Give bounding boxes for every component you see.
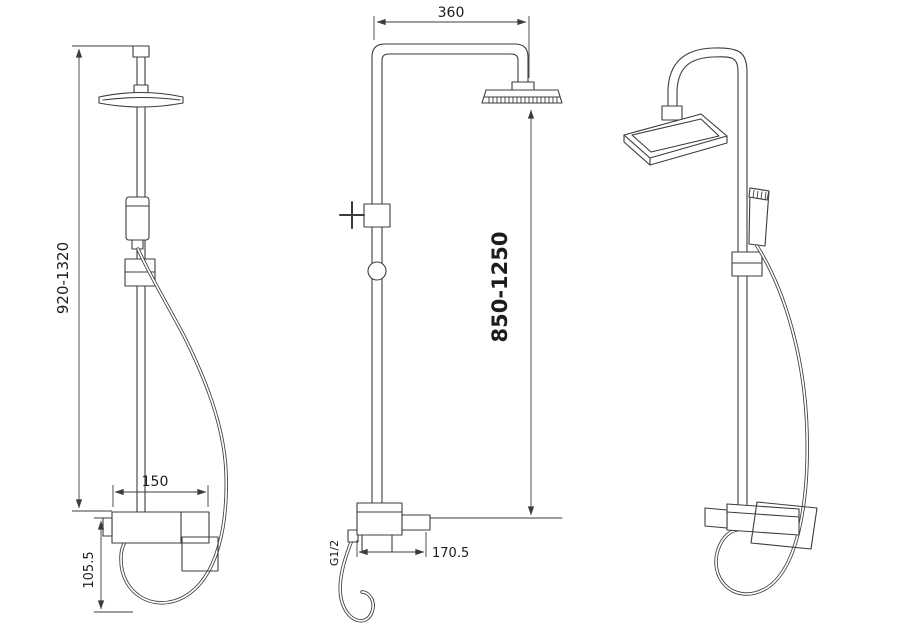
arm-perspective [661,47,748,121]
dim-mixer-width: 150 [142,474,169,490]
slider-knob-front [367,261,387,281]
mixer-front [347,502,431,553]
riser-pipe-perspective [737,111,748,513]
diverter-handle-front [339,201,391,229]
slider-bracket-perspective [731,251,763,277]
dim-side-height-lines [72,45,140,512]
mixer-handle-front [361,534,393,553]
dim-spout-reach-lines [356,532,427,557]
dim-height-range: 850-1250 [488,232,512,343]
side-view: 920-1320 150 [54,45,228,613]
overhead-shower-side [98,84,184,108]
dim-thread-size: G1/2 [328,540,341,566]
dim-arm-span: 360 [438,5,465,21]
spout-perspective [704,507,728,529]
dim-spout-reach: 170.5 [432,546,469,561]
dim-mixer-width-lines [112,485,209,507]
mixer-body-side [102,511,219,572]
pipe-top-cap [132,45,150,58]
mixer-handle-perspective [750,501,818,550]
shower-hose-perspective [714,244,809,596]
dim-bottom-drop: 105.5 [82,551,97,588]
overhead-shower-front [481,81,563,104]
dim-side-height: 920-1320 [54,242,72,314]
dim-arm-span-lines [373,16,530,78]
riser-and-arm-front [371,43,529,506]
mixer-handle-side [181,536,219,572]
perspective-view [623,47,818,596]
overhead-shower-perspective [623,113,728,166]
spray-face-hatch [488,97,558,103]
spout-front [401,514,431,531]
mixer-perspective [704,501,818,550]
front-view: 360 850-1250 [328,5,563,623]
shower-hose-side [119,247,228,605]
shower-hose-front [338,538,375,623]
hand-shower-perspective [748,187,770,247]
dim-bottom-drop-lines [94,517,133,613]
